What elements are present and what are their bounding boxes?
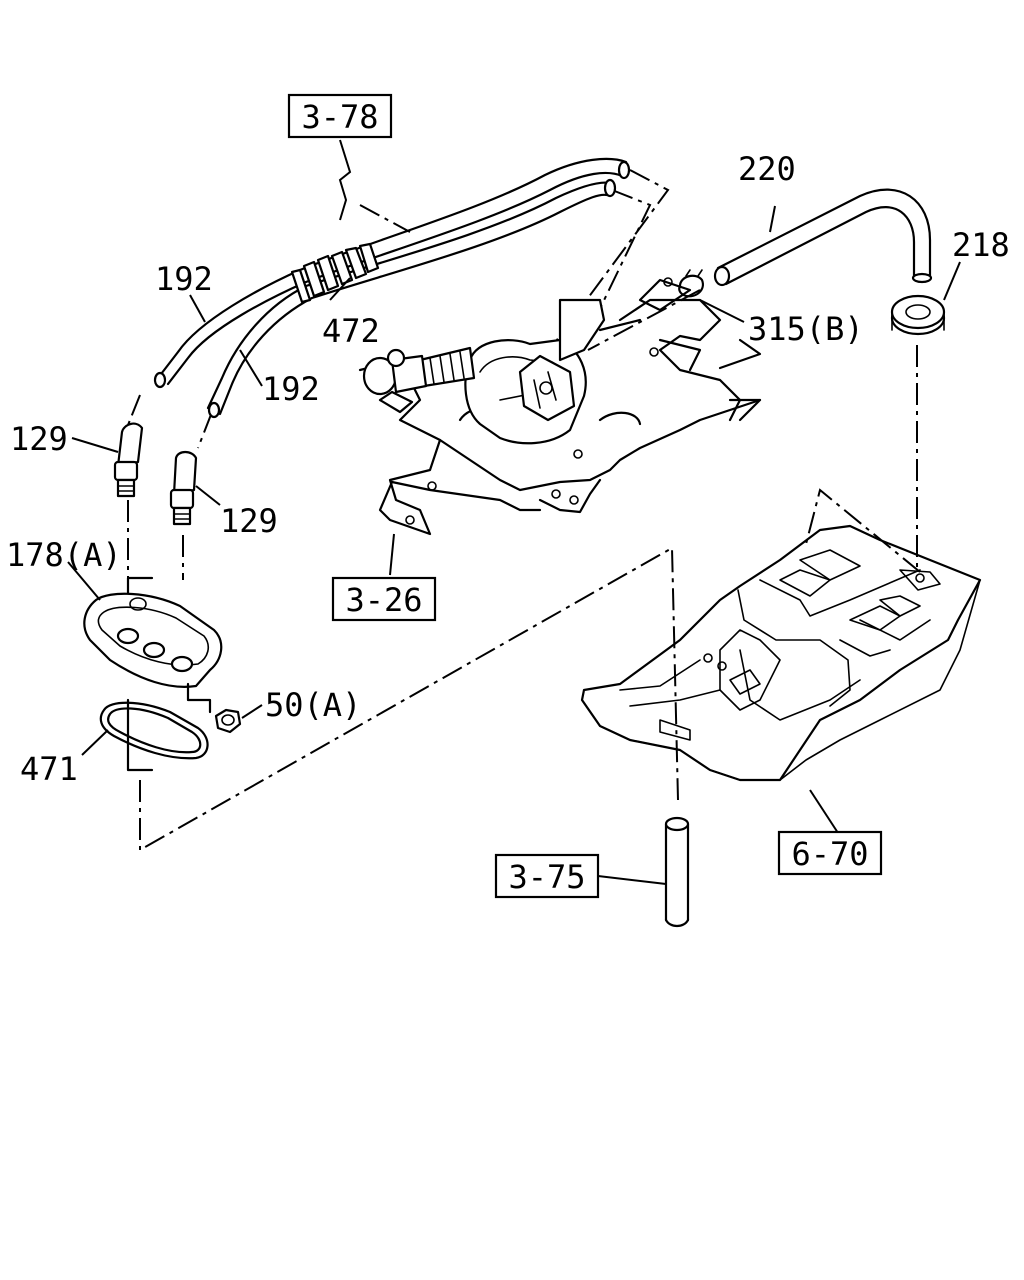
callouts: 192 192 472 220 218 315(B) 129 129 178(A…: [6, 150, 1010, 788]
svg-text:6-70: 6-70: [791, 835, 868, 873]
svg-text:3-75: 3-75: [508, 858, 585, 896]
ref-box-3-75: 3-75: [494, 853, 600, 899]
pipe-3-75: [664, 816, 690, 928]
svg-text:3-78: 3-78: [301, 98, 378, 136]
callout-471: 471: [20, 750, 78, 788]
grommet-218: [890, 294, 946, 336]
canister-bracket: [358, 277, 762, 536]
callout-192-upper: 192: [155, 260, 213, 298]
nut-50: [214, 708, 242, 734]
callout-315-b: 315(B): [748, 310, 864, 348]
svg-text:3-26: 3-26: [345, 581, 422, 619]
fitting-129-left: [113, 422, 144, 498]
gasket-471: [99, 701, 209, 760]
hose-220: [713, 188, 933, 287]
fitting-129-right: [169, 450, 198, 526]
callout-472: 472: [322, 312, 380, 350]
callout-178-a: 178(A): [6, 536, 122, 574]
grommet-472: [290, 242, 380, 304]
plate-178: [83, 576, 223, 772]
callout-129-right: 129: [220, 502, 278, 540]
callout-218: 218: [952, 226, 1010, 264]
clip-315: [678, 269, 704, 298]
floor-panel: [580, 524, 982, 782]
callout-50-a: 50(A): [265, 686, 361, 724]
callout-129-left: 129: [10, 420, 68, 458]
callout-220: 220: [738, 150, 796, 188]
leader-lines: [67, 139, 961, 885]
ref-box-3-78: 3-78: [287, 93, 393, 139]
hose-192: [153, 157, 631, 419]
ref-box-6-70: 6-70: [777, 830, 883, 876]
callout-192-lower: 192: [262, 370, 320, 408]
ref-box-3-26: 3-26: [331, 576, 437, 622]
